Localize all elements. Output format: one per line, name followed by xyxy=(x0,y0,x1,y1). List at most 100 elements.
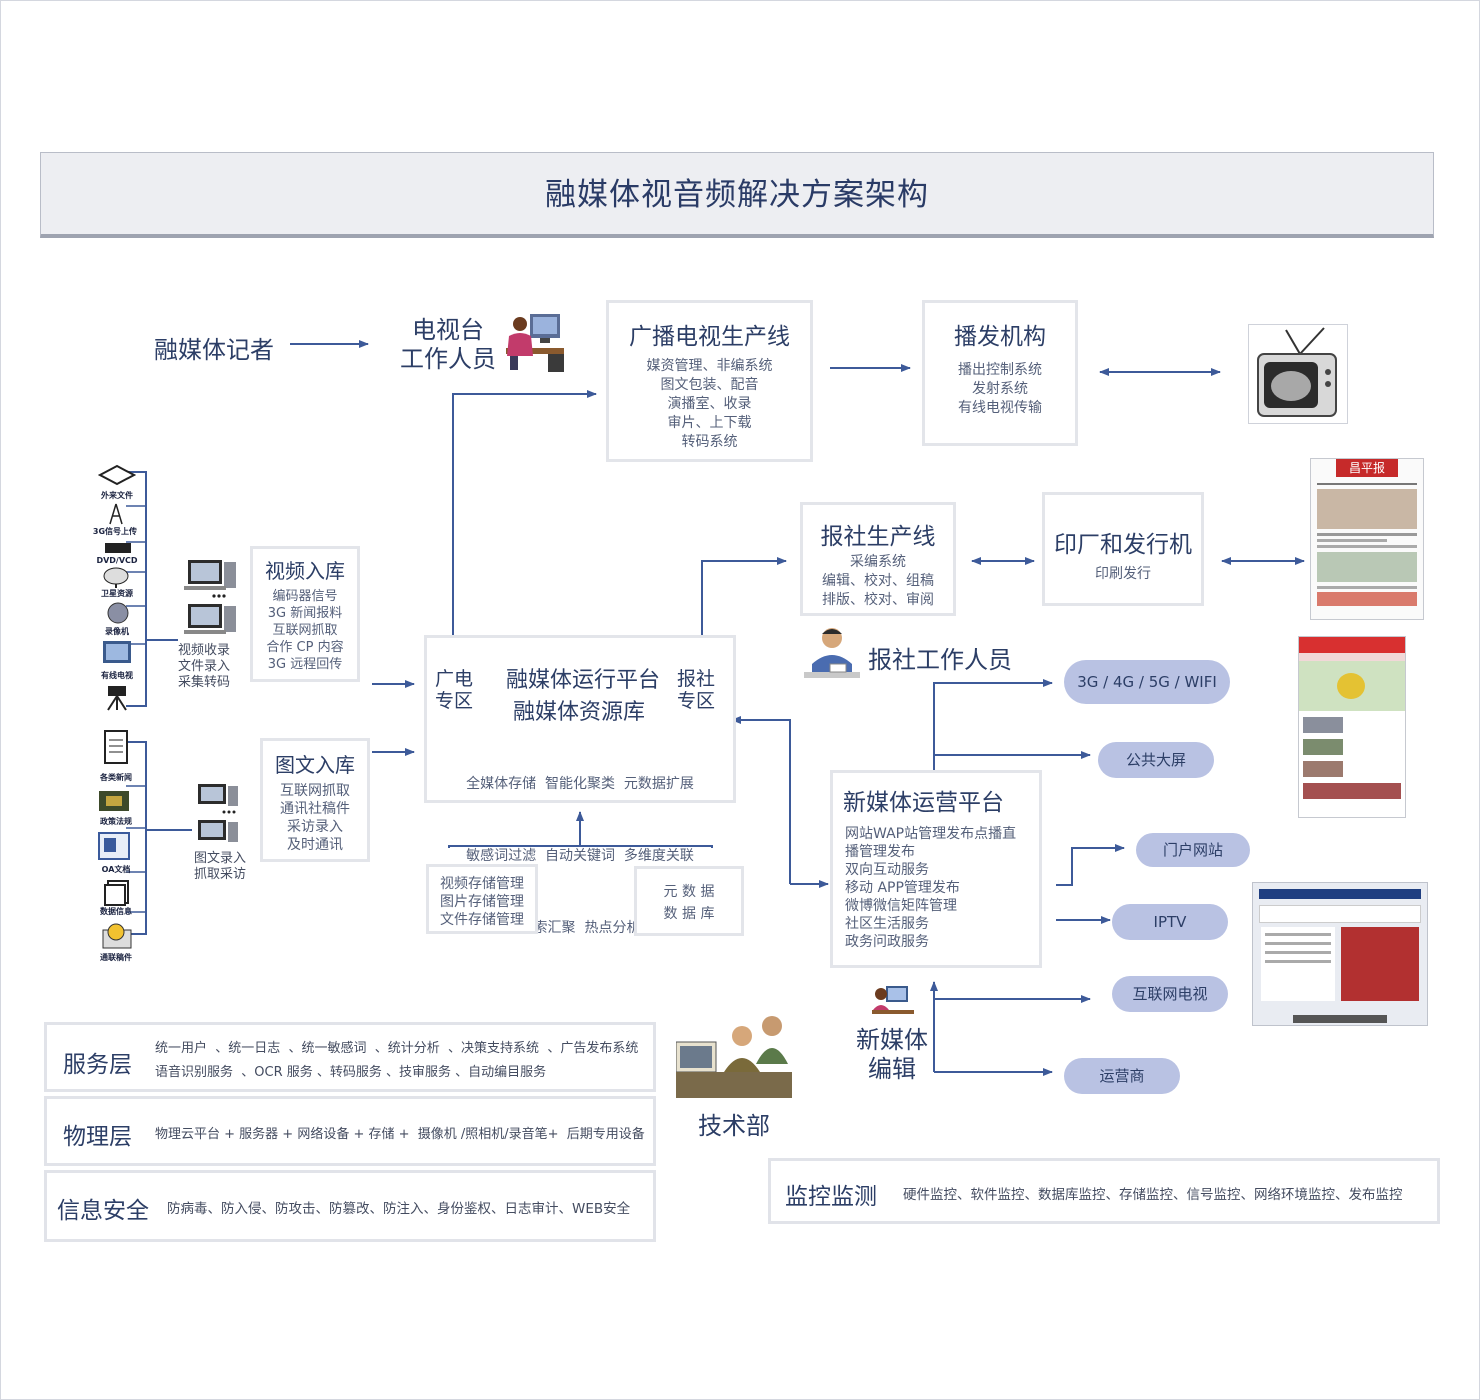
broadcast-line-item: 图文包装、配音 xyxy=(660,377,759,393)
tv-staff-label: 电视台 工作人员 xyxy=(400,316,496,374)
portal-website-pill: 门户网站 xyxy=(1136,833,1250,867)
newspaper-image: 昌平报 xyxy=(1310,458,1424,620)
source-label: 外来文件 xyxy=(101,491,133,500)
broadcast-line-title: 广播电视生产线 xyxy=(629,324,790,350)
source-label: DVD/VCD xyxy=(96,556,138,565)
tech-department-illustration xyxy=(676,1016,792,1098)
broadcast-zone-label: 广电 专区 xyxy=(435,668,473,712)
broadcast-line-item: 演播室、收录 xyxy=(667,396,752,412)
operator-pill: 运营商 xyxy=(1064,1058,1180,1094)
broadcast-line-item: 媒资管理、非编系统 xyxy=(646,358,773,374)
zone-line: 专区 xyxy=(677,690,716,712)
public-screen-pill: 公共大屏 xyxy=(1098,742,1214,778)
image-ingest-box: 图文入库 互联网抓取 通讯社稿件 采访录入 及时通讯 xyxy=(260,738,370,862)
dvd-player-icon xyxy=(105,543,131,553)
video-ingest-computers-icon xyxy=(184,560,236,634)
source-label: OA文档 xyxy=(101,865,131,874)
image-ingest-item: 采访录入 xyxy=(287,819,343,835)
video-ingest-item: 互联网抓取 xyxy=(272,623,338,638)
new-media-item: 双向互动服务 xyxy=(845,862,929,878)
video-ingest-caption: 视频收录 文件录入 采集转码 xyxy=(170,643,238,691)
new-media-title: 新媒体运营平台 xyxy=(843,790,1004,816)
platform-title: 融媒体运行平台 xyxy=(505,668,660,693)
page-title: 融媒体视音频解决方案架构 xyxy=(545,177,929,213)
image-ingest-title: 图文入库 xyxy=(275,753,355,777)
image-ingest-item: 及时通讯 xyxy=(287,837,343,853)
tv-staff-line-1: 电视台 xyxy=(412,316,484,344)
new-media-item: 播管理发布 xyxy=(845,844,915,860)
metadata-database-box: 元 数 据 数 据 库 xyxy=(634,866,744,936)
newspaper-production-line-box: 报社生产线 采编系统 编辑、校对、组稿 排版、校对、审阅 xyxy=(800,502,956,616)
source-label: 各类新闻 xyxy=(100,773,132,782)
data-info-icon xyxy=(104,880,129,906)
source-label: 有线电视 xyxy=(101,671,133,680)
print-title: 印厂和发行机 xyxy=(1054,532,1192,558)
title-bar: 融媒体视音频解决方案架构 xyxy=(40,152,1434,238)
editor-line: 编辑 xyxy=(868,1055,916,1083)
storage-item: 图片存储管理 xyxy=(440,894,524,910)
image-ingest-caption: 图文录入 抓取采访 xyxy=(186,851,254,883)
physical-layer-title: 物理层 xyxy=(63,1124,132,1150)
mobile-app-image xyxy=(1298,636,1406,818)
information-security-layer: 信息安全 防病毒、防入侵、防攻击、防篡改、防注入、身份鉴权、日志审计、WEB安全 xyxy=(44,1170,656,1242)
zone-line: 广电 xyxy=(435,668,474,690)
source-label: 录像机 xyxy=(105,627,129,636)
camera-tripod-icon xyxy=(107,686,127,711)
cable-tv-icon xyxy=(103,641,131,663)
newspaper-masthead: 昌平报 xyxy=(1336,459,1398,477)
source-label: 通联稿件 xyxy=(100,953,132,962)
new-media-item: 微博微信矩阵管理 xyxy=(845,898,957,914)
broadcast-org-item: 播出控制系统 xyxy=(958,362,1042,378)
broadcast-line-item: 审片、上下载 xyxy=(667,415,752,431)
video-ingest-item: 编码器信号 xyxy=(272,589,338,604)
tech-department-label: 技术部 xyxy=(698,1112,770,1140)
print-distribution-box: 印厂和发行机 印刷发行 xyxy=(1042,492,1204,606)
video-recorder-icon xyxy=(107,602,129,624)
storage-item: 视频存储管理 xyxy=(440,876,524,892)
newspaper-staff-label: 报社工作人员 xyxy=(868,646,1012,674)
signal-tower-icon xyxy=(109,503,123,525)
platform-features: 全媒体存储 智能化聚类 元数据扩展 敏感词过滤 自动关键词 多维度关联 舆情监控… xyxy=(427,724,733,988)
broadcast-org-item: 有线电视传输 xyxy=(958,400,1042,416)
new-media-platform-box: 新媒体运营平台 网站WAP站管理发布点播直 播管理发布 双向互动服务 移动 AP… xyxy=(830,770,1042,968)
print-item: 印刷发行 xyxy=(1095,566,1151,582)
video-caption-line: 视频收录 xyxy=(177,643,230,658)
newspaper-line-title: 报社生产线 xyxy=(820,524,936,550)
external-file-icon xyxy=(98,464,136,486)
new-media-editor-label: 新媒体 编辑 xyxy=(856,1026,928,1084)
image-caption-line: 抓取采访 xyxy=(193,867,246,882)
video-caption-line: 文件录入 xyxy=(177,659,230,674)
image-ingest-item: 互联网抓取 xyxy=(280,783,350,799)
zone-line: 专区 xyxy=(435,690,474,712)
iptv-pill: IPTV xyxy=(1112,904,1228,940)
video-ingest-item: 合作 CP 内容 xyxy=(266,640,344,655)
image-ingest-item: 通讯社稿件 xyxy=(280,801,350,817)
source-label: 数据信息 xyxy=(100,907,132,916)
service-layer-title: 服务层 xyxy=(63,1052,132,1078)
platform-feature-row: 全媒体存储 智能化聚类 元数据扩展 xyxy=(466,776,694,792)
video-ingest-box: 视频入库 编码器信号 3G 新闻报料 互联网抓取 合作 CP 内容 3G 远程回… xyxy=(250,546,360,682)
television-icon xyxy=(1248,324,1348,424)
newspaper-line-item: 编辑、校对、组稿 xyxy=(822,573,934,589)
new-media-item: 移动 APP管理发布 xyxy=(845,880,960,896)
editor-line: 新媒体 xyxy=(856,1026,928,1054)
newspaper-line-item: 排版、校对、审阅 xyxy=(822,592,934,608)
source-label: 3G信号上传 xyxy=(92,527,138,536)
metadata-item: 数 据 库 xyxy=(663,906,715,922)
newspaper-staff-icon xyxy=(804,628,860,678)
zone-line: 报社 xyxy=(677,668,716,690)
monitoring-layer: 监控监测 硬件监控、软件监控、数据库监控、存储监控、信号监控、网络环境监控、发布… xyxy=(768,1158,1440,1224)
new-media-item: 网站WAP站管理发布点播直 xyxy=(845,826,1017,842)
image-ingest-computers-icon xyxy=(198,784,238,842)
satellite-dish-icon xyxy=(103,567,129,588)
broadcast-org-item: 发射系统 xyxy=(972,381,1028,397)
video-ingest-item: 3G 新闻报料 xyxy=(267,606,343,621)
media-platform-box: 广电 专区 报社 专区 融媒体运行平台 融媒体资源库 全媒体存储 智能化聚类 元… xyxy=(424,635,736,936)
physical-layer: 物理层 物理云平台 + 服务器 + 网络设备 + 存储 + 摄像机 /照相机/录… xyxy=(44,1096,656,1166)
oa-document-icon xyxy=(98,832,130,860)
service-layer-line-1: 统一用户 、统一日志 、统一敏感词 、统计分析 、决策支持系统 、广告发布系统 xyxy=(155,1041,639,1056)
broadcast-organization-box: 播发机构 播出控制系统 发射系统 有线电视传输 xyxy=(922,300,1078,446)
service-layer: 服务层 统一用户 、统一日志 、统一敏感词 、统计分析 、决策支持系统 、广告发… xyxy=(44,1022,656,1092)
new-media-item: 社区生活服务 xyxy=(845,916,929,932)
